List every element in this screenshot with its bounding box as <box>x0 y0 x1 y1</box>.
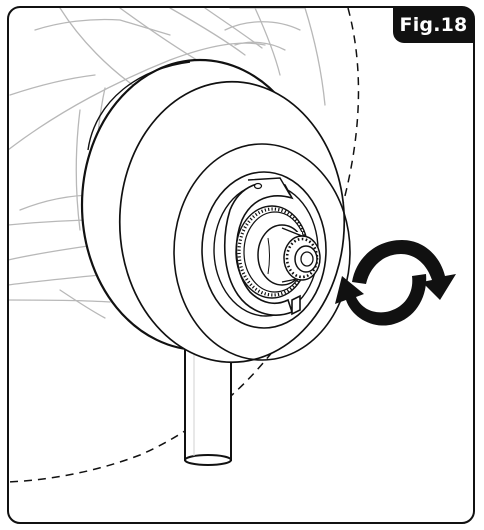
retaining-clip <box>223 177 301 316</box>
figure-label: Fig.18 <box>393 7 474 43</box>
background-housing <box>8 7 326 319</box>
counterclockwise-arrow-icon <box>335 274 427 326</box>
clockwise-arrow-icon <box>352 240 456 300</box>
figure-border <box>7 6 475 524</box>
rotation-arrows-icon <box>335 240 456 326</box>
spline-shaft <box>257 224 321 286</box>
support-post <box>184 344 232 466</box>
